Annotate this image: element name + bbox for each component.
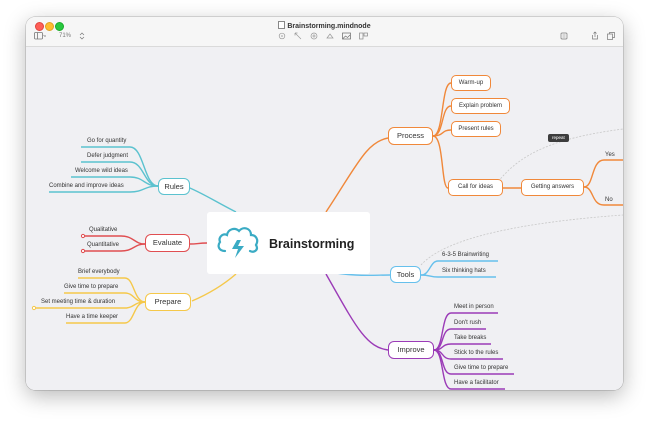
connect-button[interactable] — [294, 32, 302, 43]
improve-item-2[interactable]: Don't rush — [454, 320, 482, 326]
share-icon — [592, 31, 598, 40]
answer-yes[interactable]: Yes — [605, 152, 615, 158]
share-button[interactable] — [591, 31, 599, 43]
tools-item-2[interactable]: Six thinking hats — [442, 268, 486, 274]
process-node[interactable]: Process — [388, 127, 433, 145]
connect-icon — [294, 32, 302, 40]
mindmap-canvas[interactable]: Brainstorming Rules Go for quantity Defe… — [26, 47, 623, 390]
improve-item-5[interactable]: Give time to prepare — [454, 365, 509, 371]
brainstorm-cloud-icon — [217, 227, 259, 258]
rules-node-label: Rules — [164, 182, 184, 191]
prepare-node[interactable]: Prepare — [145, 293, 191, 311]
inspector-icon — [560, 32, 568, 40]
outline-icon — [359, 32, 368, 40]
process-item-3-label: Present rules — [458, 126, 494, 132]
process-item-2-label: Explain problem — [458, 103, 503, 109]
zoom-window-button[interactable] — [55, 22, 64, 31]
evaluate-item-1[interactable]: Qualitative — [89, 227, 118, 233]
title-bar: Brainstorming.mindnode 71% — [26, 17, 623, 47]
tools-item-1[interactable]: 6-3-5 Brainwriting — [442, 252, 490, 258]
document-title-text: Brainstorming.mindnode — [287, 23, 371, 30]
evaluate-node-label: Evaluate — [152, 238, 183, 247]
improve-node-label: Improve — [397, 345, 425, 354]
prepare-item-4[interactable]: Have a time keeper — [66, 314, 119, 320]
chevron-down-icon — [43, 34, 47, 37]
collapse-dot-meeting — [31, 305, 37, 311]
close-window-button[interactable] — [35, 22, 44, 31]
process-item-1[interactable]: Warm-up — [451, 75, 491, 91]
outline-button[interactable] — [359, 32, 368, 43]
add-node-icon — [310, 32, 318, 40]
improve-item-3[interactable]: Take breaks — [454, 335, 487, 341]
getting-answers-label: Getting answers — [530, 184, 575, 190]
process-item-2[interactable]: Explain problem — [451, 98, 510, 114]
app-window: Brainstorming.mindnode 71% — [26, 17, 623, 390]
improve-item-1[interactable]: Meet in person — [454, 304, 494, 310]
evaluate-item-2[interactable]: Quantitative — [87, 242, 120, 248]
rules-item-1[interactable]: Go for quantity — [87, 138, 127, 144]
prepare-item-1[interactable]: Brief everybody — [78, 269, 120, 275]
add-node-button[interactable] — [310, 32, 318, 43]
improve-item-6[interactable]: Have a facilitator — [454, 380, 499, 386]
zoom-stepper[interactable] — [79, 32, 85, 43]
evaluate-node[interactable]: Evaluate — [145, 234, 190, 252]
process-item-4[interactable]: Call for ideas — [448, 179, 503, 196]
collapse-dot-qualitative — [80, 233, 86, 239]
sidebar-icon — [34, 32, 47, 40]
insert-icon — [326, 33, 334, 39]
copy-button[interactable] — [607, 32, 615, 43]
focus-icon — [278, 32, 286, 40]
central-topic-node[interactable]: Brainstorming — [207, 212, 370, 274]
prepare-item-2[interactable]: Give time to prepare — [64, 284, 119, 290]
image-icon — [342, 32, 351, 40]
image-button[interactable] — [342, 32, 351, 43]
tools-node[interactable]: Tools — [390, 266, 421, 283]
tools-node-label: Tools — [396, 270, 415, 279]
rules-node[interactable]: Rules — [158, 178, 190, 195]
document-title: Brainstorming.mindnode — [26, 21, 623, 30]
copy-icon — [607, 32, 615, 40]
rules-item-2[interactable]: Defer judgment — [87, 153, 129, 159]
getting-answers-node[interactable]: Getting answers — [521, 179, 584, 196]
process-item-4-label: Call for ideas — [457, 184, 493, 190]
stepper-icon — [79, 32, 85, 40]
prepare-node-label: Prepare — [154, 297, 182, 306]
inspector-button[interactable] — [560, 32, 568, 43]
repeat-badge: repeat — [548, 134, 569, 142]
document-icon — [278, 21, 286, 29]
answer-no[interactable]: No — [605, 197, 613, 203]
minimize-window-button[interactable] — [45, 22, 54, 31]
zoom-level[interactable]: 71% — [59, 33, 72, 39]
improve-item-4[interactable]: Stick to the rules — [454, 350, 499, 356]
focus-button[interactable] — [278, 32, 286, 43]
process-item-1-label: Warm-up — [458, 80, 484, 86]
mindmap-connections — [31, 82, 623, 390]
prepare-item-3[interactable]: Set meeting time & duration — [41, 299, 116, 305]
improve-node[interactable]: Improve — [388, 341, 434, 359]
central-topic-label: Brainstorming — [269, 237, 355, 251]
insert-button[interactable] — [326, 32, 334, 43]
collapse-dot-quantitative — [80, 248, 86, 254]
process-node-label: Process — [396, 131, 425, 140]
rules-item-3[interactable]: Welcome wild ideas — [75, 168, 128, 174]
rules-item-4[interactable]: Combine and improve ideas — [49, 183, 124, 189]
process-item-3[interactable]: Present rules — [451, 121, 501, 137]
sidebar-toggle-button[interactable] — [34, 32, 47, 43]
